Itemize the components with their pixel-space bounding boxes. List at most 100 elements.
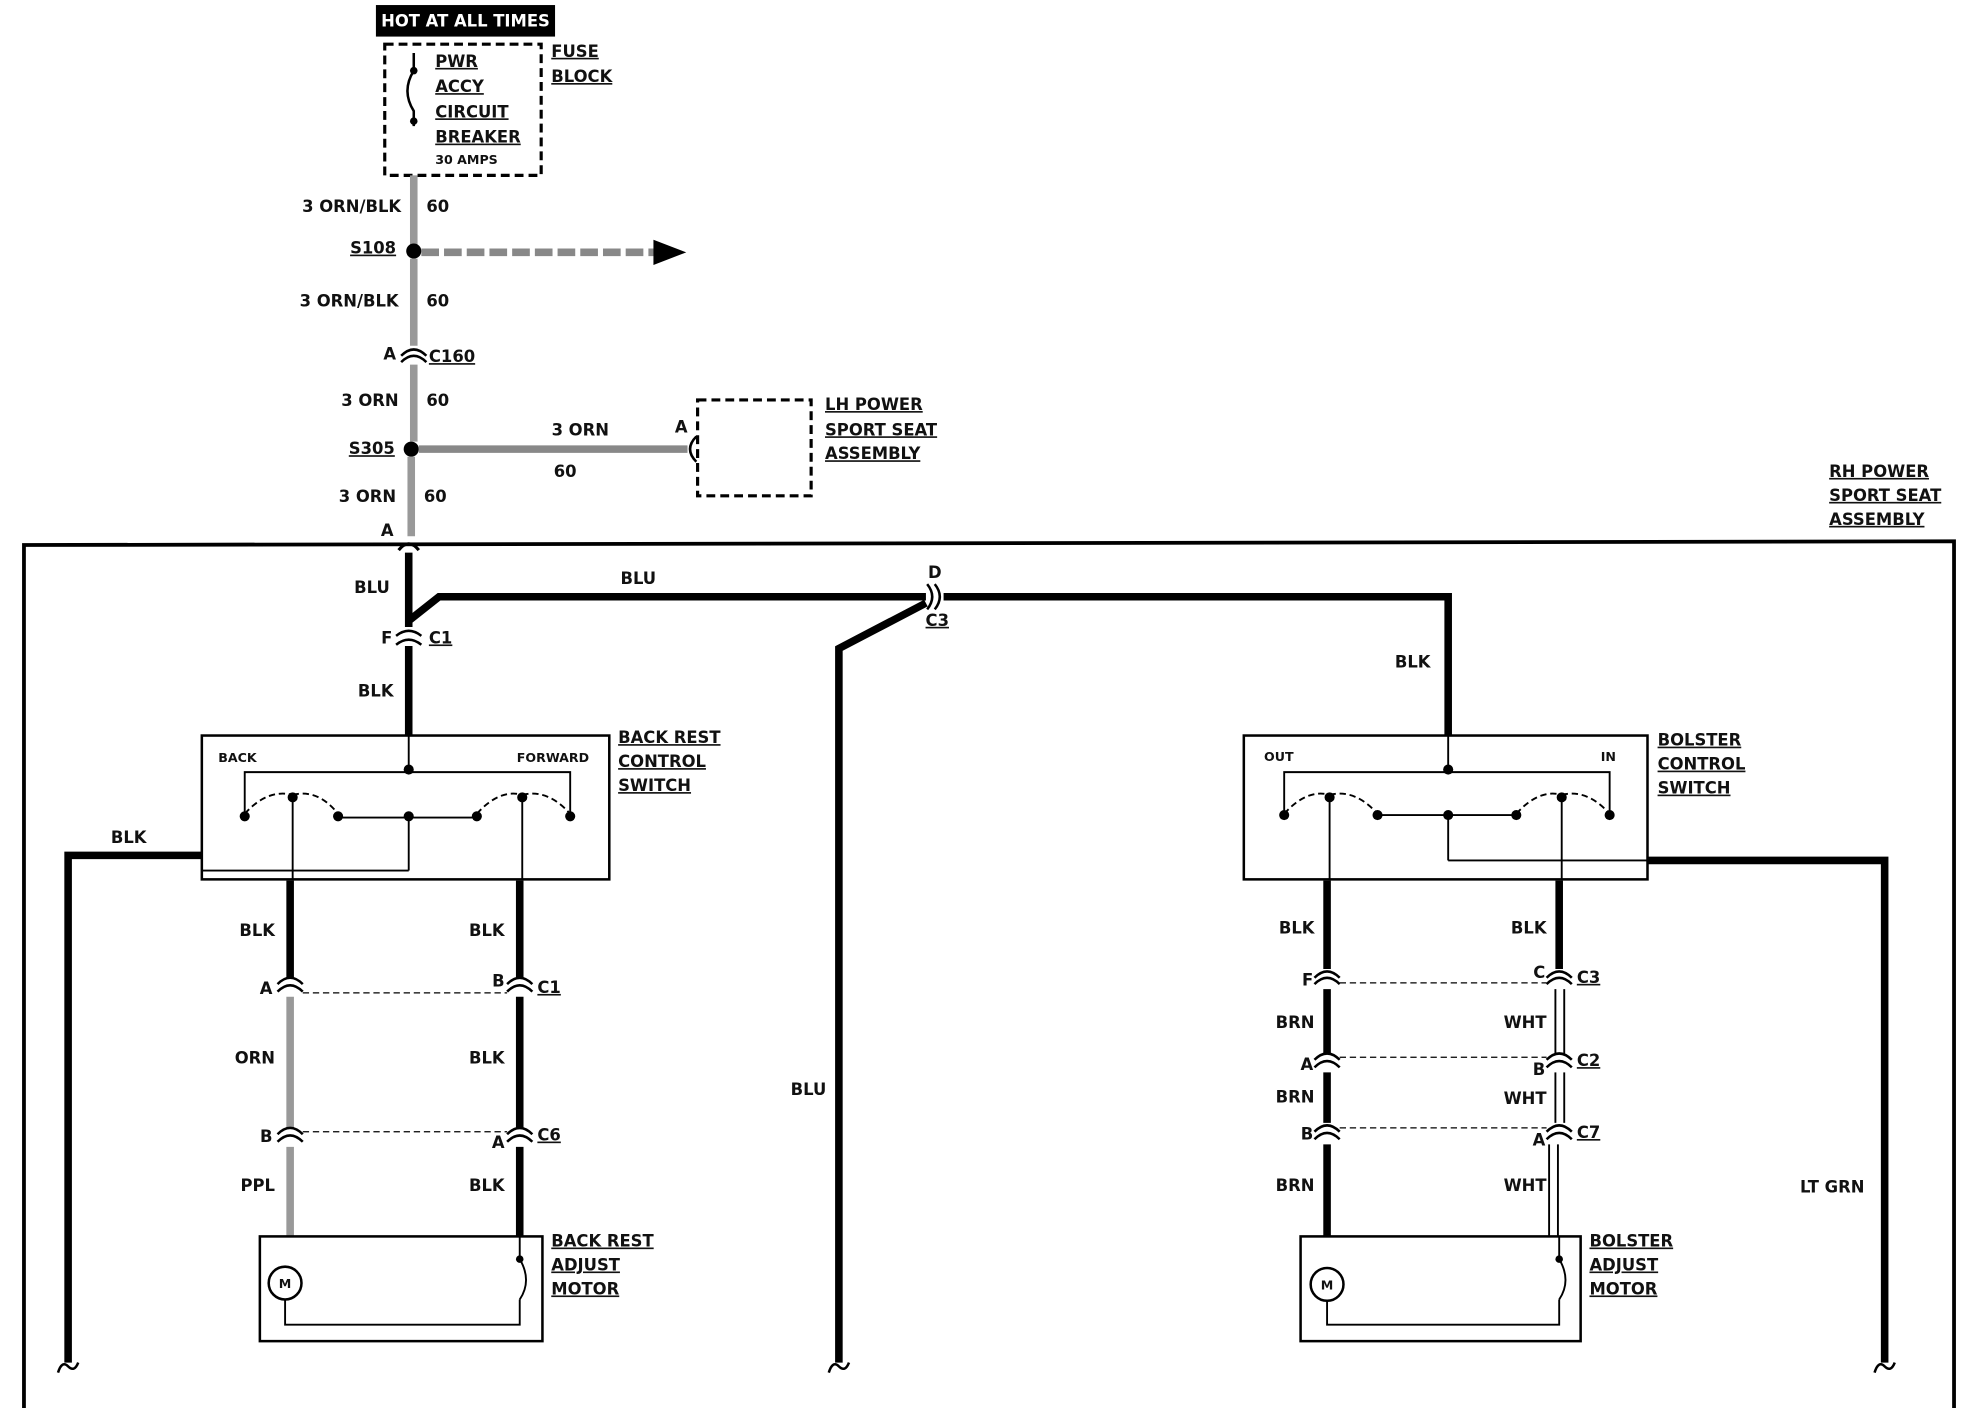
bo-wht1-label: WHT	[1504, 1013, 1548, 1032]
bo-c3-label: C3	[1577, 968, 1600, 987]
backrest-switch-box	[200, 734, 611, 881]
s108-arrow-icon	[653, 239, 687, 265]
br-r-blk-label: BLK	[469, 921, 506, 940]
w3-left-label: 3 ORN	[341, 391, 398, 410]
backrest-motor-label-1: BACK REST	[551, 1232, 654, 1251]
c1-pin-label: F	[381, 628, 392, 647]
switch-forward-label: FORWARD	[517, 750, 589, 765]
switch-in-label: IN	[1601, 749, 1616, 764]
w2-left-label: 3 ORN/BLK	[300, 292, 400, 311]
blu-mid-label: BLU	[620, 569, 656, 588]
bo-c7-right-pin: A	[1533, 1131, 1546, 1150]
s305-label: S305	[349, 439, 395, 458]
bo-c7-left-pin: B	[1301, 1124, 1313, 1143]
w2-right-label: 60	[426, 292, 449, 311]
w1-right-label: 60	[426, 197, 449, 216]
bo-c2-left-pin: A	[1301, 1055, 1314, 1074]
rh-seat-label-3: ASSEMBLY	[1829, 510, 1925, 529]
br-blk-mid-label: BLK	[469, 1049, 506, 1068]
br-c6-connector-icon	[276, 1126, 534, 1143]
blu-wire-center	[835, 599, 928, 1363]
bo-c3-right-pin: C	[1533, 963, 1545, 982]
backrest-motor-label-3: MOTOR	[551, 1279, 619, 1298]
bo-r-blk-label: BLK	[1511, 919, 1548, 938]
bo-c3-left-pin: F	[1302, 970, 1313, 989]
lh-wire-bottom-label: 60	[554, 462, 577, 481]
blk-left-wire	[64, 851, 202, 1363]
bolster-motor-box	[1299, 1235, 1582, 1343]
br-c6-left-pin: B	[260, 1127, 272, 1146]
br-c1-label: C1	[537, 978, 560, 997]
backrest-motor-m: M	[279, 1276, 292, 1291]
switch-out-label: OUT	[1264, 749, 1294, 764]
lt-grn-label: LT GRN	[1800, 1177, 1864, 1196]
bolster-motor-label-1: BOLSTER	[1589, 1232, 1673, 1251]
blk-right-top-label: BLK	[1395, 652, 1432, 671]
blk-under-c1-label: BLK	[358, 681, 395, 700]
switch-back-label: BACK	[218, 750, 258, 765]
breaker-label-1: PWR	[435, 52, 478, 71]
bolster-motor-label-2: ADJUST	[1589, 1255, 1658, 1274]
blu-wire-across	[406, 592, 926, 624]
c3-connector-icon	[926, 583, 942, 611]
blk-wire-to-bolster	[943, 592, 1452, 736]
splice-s305	[403, 441, 419, 457]
bolster-motor-m: M	[1321, 1277, 1334, 1292]
breaker-rating: 30 AMPS	[435, 152, 498, 167]
breaker-label-3: CIRCUIT	[435, 102, 509, 121]
bolster-switch-label-3: SWITCH	[1658, 779, 1731, 798]
main-pin-label: A	[381, 521, 394, 540]
bolster-switch-contacts	[1283, 735, 1648, 881]
rh-seat-label-1: RH POWER	[1829, 462, 1929, 481]
bolster-switch-box	[1242, 734, 1649, 881]
lt-grn-wire	[1647, 856, 1889, 1363]
bolster-motor-switch	[1326, 1236, 1567, 1326]
bo-wht2-label: WHT	[1504, 1089, 1548, 1108]
lh-pin-label: A	[675, 418, 688, 437]
br-blk-low-label: BLK	[469, 1176, 506, 1195]
bo-wht3-label: WHT	[1504, 1176, 1548, 1195]
w4-left-label: 3 ORN	[339, 487, 396, 506]
lh-connector-icon	[688, 435, 698, 463]
br-c6-label: C6	[537, 1126, 560, 1145]
w4-right-label: 60	[424, 487, 447, 506]
br-ppl-label: PPL	[241, 1176, 275, 1195]
backrest-switch-label-2: CONTROL	[618, 752, 706, 771]
br-c1-right-pin: B	[492, 972, 504, 991]
br-c1-left-pin: A	[260, 979, 273, 998]
c160-connector-icon	[400, 348, 428, 364]
lh-seat-box	[696, 398, 813, 498]
lh-seat-label-1: LH POWER	[825, 395, 923, 414]
blk-left-ground-symbol	[56, 1362, 80, 1374]
fuse-block-box	[383, 42, 543, 177]
backrest-motor-switch	[284, 1236, 527, 1326]
blk-left-edge-label: BLK	[111, 828, 148, 847]
bolster-motor-label-3: MOTOR	[1589, 1279, 1657, 1298]
blu-ground-symbol	[827, 1362, 851, 1374]
hot-at-all-times-box	[375, 5, 556, 37]
lh-seat-label-2: SPORT SEAT	[825, 420, 938, 439]
breaker-label-2: ACCY	[435, 77, 485, 96]
lh-wire-top-label: 3 ORN	[552, 420, 609, 439]
w3-right-label: 60	[426, 391, 449, 410]
main-connector-icon	[397, 542, 421, 552]
lt-grn-ground-symbol	[1873, 1362, 1896, 1374]
bolster-switch-label-2: CONTROL	[1658, 755, 1746, 774]
bo-c2-connector-icon	[1313, 1052, 1573, 1069]
c3-pin-label: D	[928, 563, 942, 582]
blu-center-label: BLU	[791, 1080, 827, 1099]
bo-c3-connector-icon	[1313, 970, 1573, 986]
c160-label: C160	[429, 347, 475, 366]
c1-connector-icon	[395, 629, 423, 646]
br-c6-right-pin: A	[492, 1133, 505, 1152]
c3-label: C3	[926, 611, 949, 630]
blu-left-label: BLU	[354, 578, 390, 597]
splice-s108	[406, 243, 422, 259]
bo-c7-connector-icon	[1313, 1124, 1573, 1141]
br-orn-label: ORN	[235, 1049, 275, 1068]
c1-label: C1	[429, 628, 452, 647]
br-l-blk-label: BLK	[239, 921, 276, 940]
circuit-breaker-symbol	[406, 52, 416, 127]
bo-brn2-label: BRN	[1276, 1088, 1315, 1107]
